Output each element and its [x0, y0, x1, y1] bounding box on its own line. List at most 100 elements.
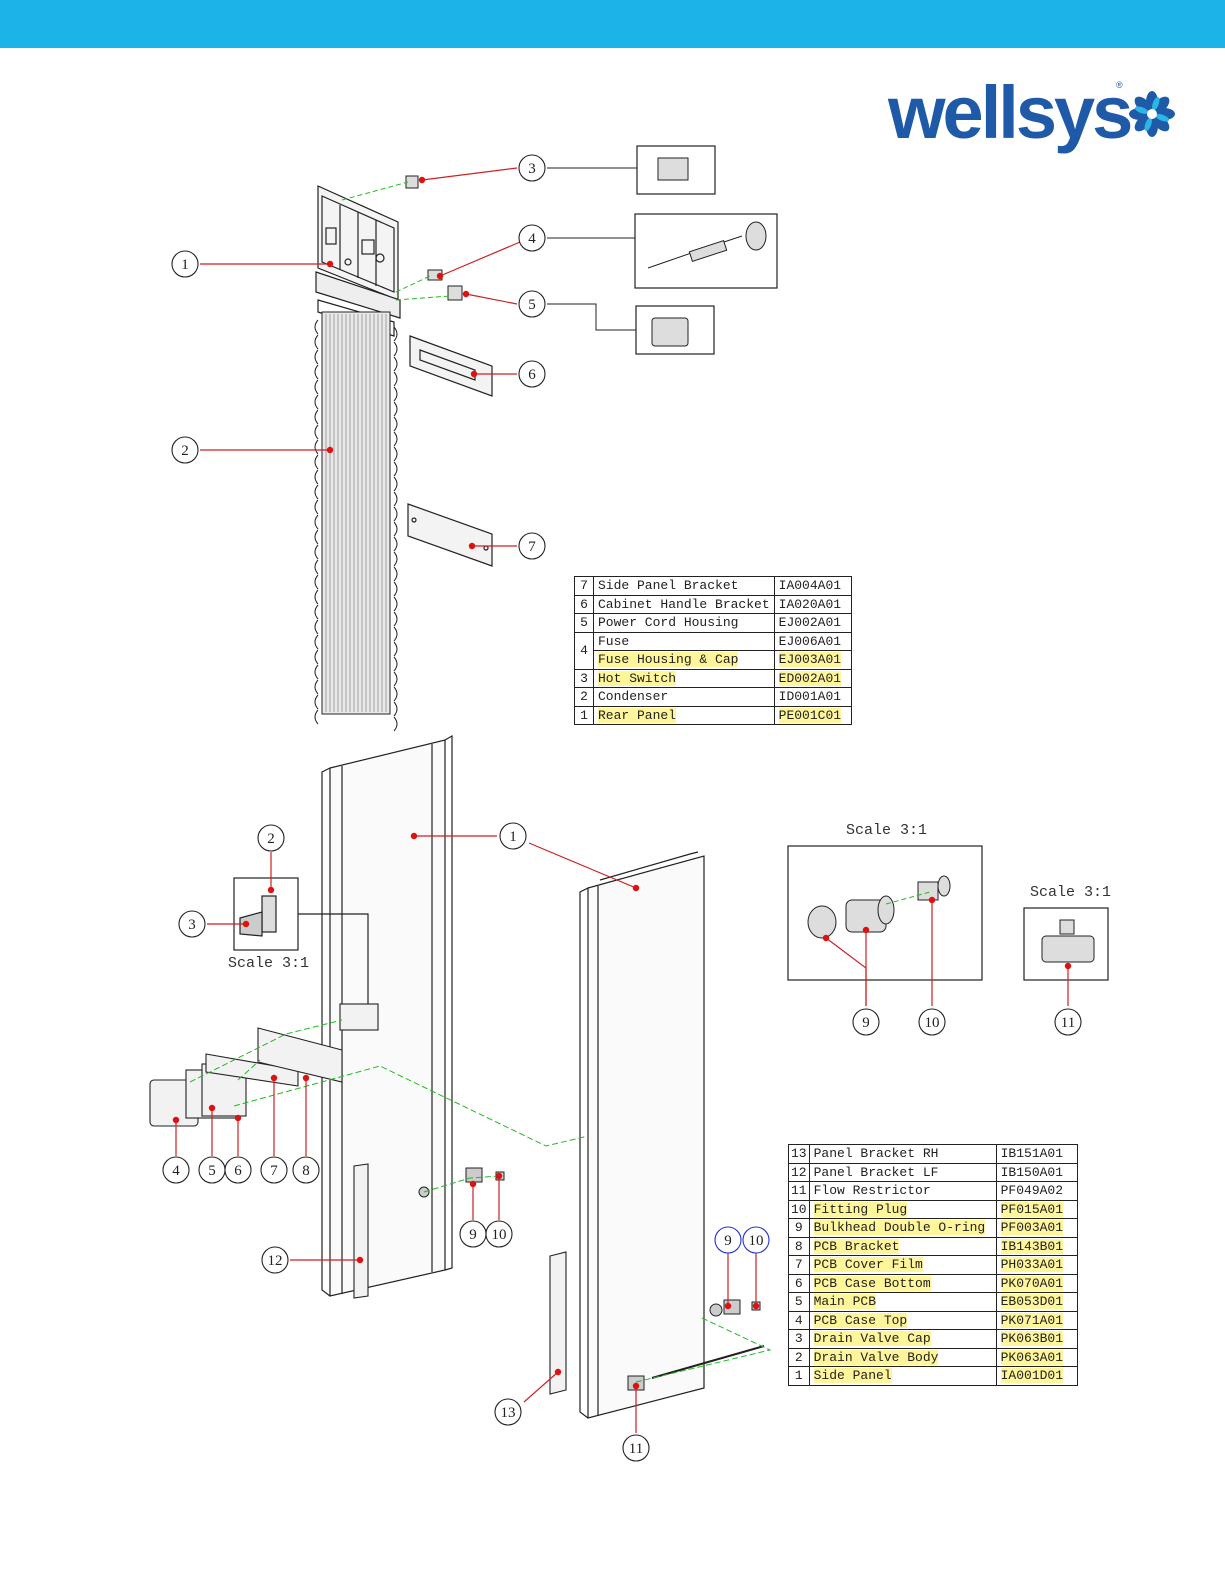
- part-code-cell: EB053D01: [995, 1292, 1078, 1312]
- callout-circle-9: [714, 1226, 742, 1254]
- part-code: EJ003A01: [778, 652, 842, 668]
- part-name-cell: Drain Valve Cap: [808, 1329, 997, 1349]
- part-number-cell: 1: [788, 1366, 810, 1386]
- callout-label: 10: [492, 1227, 507, 1243]
- part-code: PK063B01: [1000, 1331, 1064, 1347]
- logo-registered-mark: ®: [1116, 80, 1123, 90]
- part-name-cell: PCB Bracket: [808, 1236, 997, 1256]
- part-code: IA004A01: [778, 578, 842, 594]
- part-code-cell: IA001D01: [995, 1366, 1078, 1386]
- part-code-cell: PF049A02: [995, 1181, 1078, 1201]
- part-name-cell: Rear Panel: [593, 705, 775, 725]
- part-name: PCB Case Top: [813, 1312, 908, 1328]
- part-name-cell: Condenser: [593, 687, 775, 707]
- callout-circle-8: [292, 1156, 320, 1184]
- part-code-cell: PK063B01: [995, 1329, 1078, 1349]
- condenser-drawing: [314, 311, 398, 732]
- part-code-cell: PK063A01: [995, 1347, 1078, 1367]
- part-name: Fitting Plug: [813, 1201, 908, 1217]
- part-code-cell: EJ006A01: [773, 631, 852, 651]
- part-name: Side Panel: [813, 1368, 892, 1384]
- callout-label: 1: [181, 257, 189, 273]
- part-number-cell: 6: [788, 1273, 810, 1293]
- part-name-cell: Fuse Housing & Cap: [593, 650, 775, 670]
- part-name: PCB Bracket: [813, 1238, 900, 1254]
- part-number-cell: 8: [788, 1236, 810, 1256]
- part-code: PF003A01: [1000, 1220, 1064, 1236]
- callout-circle-9: [852, 1008, 880, 1036]
- part-number-cell: 9: [788, 1218, 810, 1238]
- part-name-cell: Side Panel: [808, 1366, 997, 1386]
- part-name-cell: Hot Switch: [593, 668, 775, 688]
- part-code-cell: IB150A01: [995, 1162, 1078, 1182]
- side-panel-left-drawing: [321, 734, 453, 1297]
- callout-label: 10: [925, 1015, 940, 1031]
- callout-label: 11: [629, 1441, 643, 1457]
- part-name-cell: Drain Valve Body: [808, 1347, 997, 1367]
- part-code-cell: EJ002A01: [773, 613, 852, 633]
- scale-label-flow-restrictor: Scale 3:1: [1030, 884, 1112, 901]
- part-name: Drain Valve Cap: [813, 1331, 931, 1347]
- rear-panel-drawing: [315, 185, 401, 337]
- part-code-cell: IA004A01: [773, 576, 852, 596]
- scale-label-drain-valve: Scale 3:1: [228, 955, 310, 972]
- callout-label: 9: [469, 1227, 477, 1243]
- callout-label: 3: [188, 917, 196, 933]
- part-number-cell: 5: [788, 1292, 810, 1312]
- header-bar: [0, 0, 1225, 48]
- wellsys-logo: wellsys ®: [888, 70, 1188, 160]
- callout-label: 6: [528, 367, 536, 383]
- part-code-cell: PF015A01: [995, 1199, 1078, 1219]
- part-code: PK070A01: [1000, 1275, 1064, 1291]
- part-name: Hot Switch: [598, 670, 677, 686]
- part-code-cell: ED002A01: [773, 668, 852, 688]
- part-name-cell: PCB Case Top: [808, 1310, 997, 1330]
- callout-label: 2: [267, 831, 275, 847]
- part-name: Fuse Housing & Cap: [598, 652, 739, 668]
- bracket-drawings: [407, 335, 493, 567]
- part-name-cell: Panel Bracket RH: [808, 1144, 997, 1164]
- part-code: ID001A01: [778, 689, 842, 705]
- part-name: PCB Case Bottom: [813, 1275, 931, 1291]
- part-code: PK071A01: [1000, 1312, 1064, 1328]
- part-name: Condenser: [598, 689, 669, 705]
- part-code-cell: PH033A01: [995, 1255, 1078, 1275]
- part-code: EB053D01: [1000, 1294, 1064, 1310]
- part-code: ED002A01: [778, 670, 842, 686]
- part-number-cell: 7: [788, 1255, 810, 1275]
- part-code: IA020A01: [778, 596, 842, 612]
- callout-circle-11: [1054, 1008, 1082, 1036]
- part-name: Fuse: [598, 633, 630, 649]
- callout-circle-3: [178, 910, 206, 938]
- part-name: Main PCB: [813, 1294, 877, 1310]
- part-name-cell: PCB Case Bottom: [808, 1273, 997, 1293]
- callout-circle-13: [494, 1398, 522, 1426]
- part-name: Cabinet Handle Bracket: [598, 596, 770, 612]
- callout-circle-3: [518, 154, 546, 182]
- side-panel-right-drawing: [579, 851, 705, 1419]
- part-name-cell: Bulkhead Double O-ring: [808, 1218, 997, 1238]
- part-number-cell: 1: [574, 705, 594, 725]
- part-code: IB151A01: [1000, 1146, 1064, 1162]
- part-name: Rear Panel: [598, 707, 677, 723]
- callout-label: 4: [172, 1163, 180, 1179]
- part-name: Panel Bracket LF: [813, 1164, 939, 1180]
- part-number-cell: 2: [788, 1347, 810, 1367]
- callout-circle-5: [518, 290, 546, 318]
- callout-label: 1: [509, 829, 517, 845]
- callout-circle-10: [742, 1226, 770, 1254]
- part-name: Side Panel Bracket: [598, 578, 739, 594]
- part-code-cell: PK070A01: [995, 1273, 1078, 1293]
- part-name-cell: Main PCB: [808, 1292, 997, 1312]
- part-name: Drain Valve Body: [813, 1349, 939, 1365]
